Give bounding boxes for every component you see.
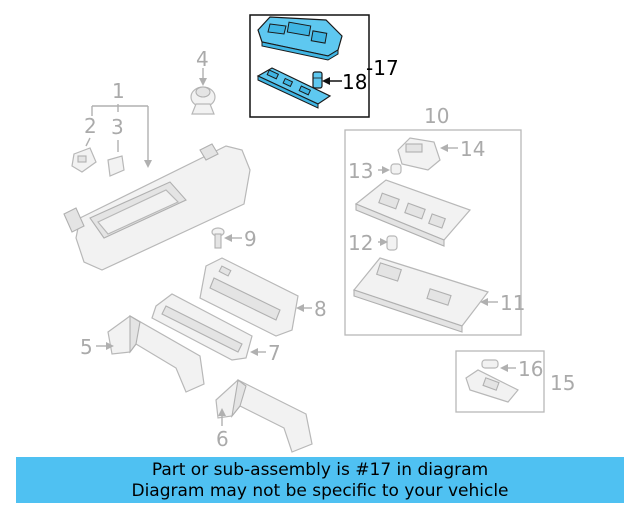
callout-8: 8 xyxy=(314,297,327,321)
part-10-console-frame xyxy=(354,179,472,247)
info-banner: Part or sub-assembly is #17 in diagram D… xyxy=(16,457,624,503)
callout-7: 7 xyxy=(268,341,281,365)
callout-18-arrowhead xyxy=(322,77,330,85)
callout-11: 11 xyxy=(500,291,525,315)
part-1-sun-visor xyxy=(63,143,251,271)
part-15-lamp xyxy=(465,369,519,403)
part-8-bracket xyxy=(199,257,299,337)
callout-1: 1 xyxy=(112,79,125,103)
callout-9: 9 xyxy=(244,227,257,251)
part-14-module xyxy=(397,137,441,171)
part-9-screw xyxy=(211,227,225,249)
banner-line-2: Diagram may not be specific to your vehi… xyxy=(131,481,509,501)
callout-16: 16 xyxy=(518,357,543,381)
part-12-bulb xyxy=(386,235,398,251)
callout-14: 14 xyxy=(460,137,485,161)
callout-10: 10 xyxy=(424,104,449,128)
callout-4: 4 xyxy=(196,47,209,71)
part-16-bulb xyxy=(481,359,499,369)
part-6-grab-handle xyxy=(215,379,313,453)
part-11-console-cover xyxy=(352,257,489,333)
part-2-hinge xyxy=(71,147,97,173)
part-10-group-box xyxy=(344,129,522,336)
part-15-group-box xyxy=(455,350,545,413)
part-4-clip xyxy=(190,86,216,115)
part-7-bracket xyxy=(151,293,253,361)
callout-5: 5 xyxy=(80,335,93,359)
part-18-bulb[interactable] xyxy=(312,71,323,89)
part-13-bulb xyxy=(390,163,402,175)
callout-3: 3 xyxy=(111,115,124,139)
part-5-grab-handle xyxy=(107,315,205,393)
part-17-circuit-board[interactable] xyxy=(256,67,332,109)
part-3-clip xyxy=(107,155,125,177)
banner-line-1: Part or sub-assembly is #17 in diagram xyxy=(151,460,489,480)
part-17-group-box xyxy=(249,14,370,118)
callout-12: 12 xyxy=(348,231,373,255)
callout-18: 18 xyxy=(342,70,367,94)
callout-6: 6 xyxy=(216,427,229,451)
callout-17: -17 xyxy=(366,56,399,80)
part-17-lamp-housing[interactable] xyxy=(257,16,343,61)
callout-13: 13 xyxy=(348,159,373,183)
callout-2: 2 xyxy=(84,114,97,138)
callout-15: 15 xyxy=(550,371,575,395)
